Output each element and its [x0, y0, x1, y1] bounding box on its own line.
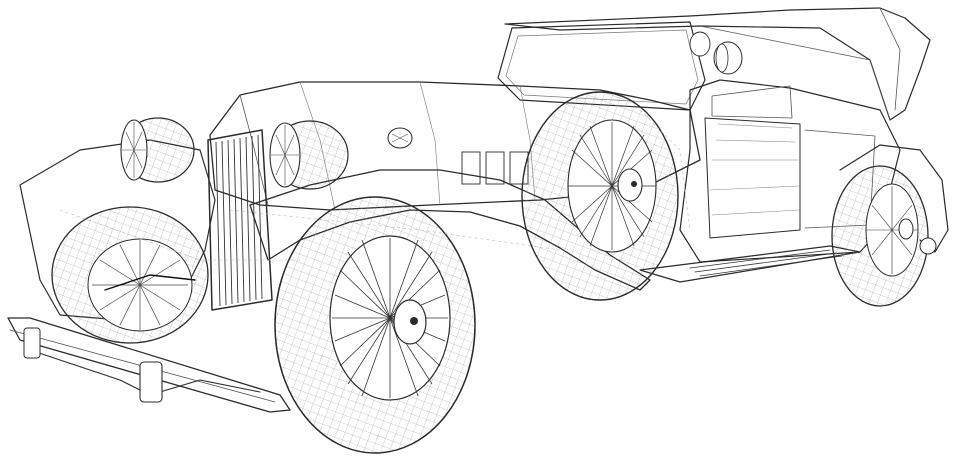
rear-wheel-right: [831, 144, 949, 307]
side-lamp: [387, 127, 413, 149]
rear-wheel-center: [521, 91, 679, 301]
headlamp-left: [120, 117, 195, 183]
radiator-grille: [207, 129, 273, 311]
folded-top: [504, 7, 931, 121]
running-board: [639, 245, 861, 283]
front-bumper: [7, 317, 291, 413]
hidden-lines: [59, 109, 691, 261]
front-left-wheel: [51, 206, 209, 344]
headlamp-right: [269, 120, 349, 190]
mirror-lamp: [689, 31, 743, 75]
front-right-wheel: [274, 196, 476, 454]
